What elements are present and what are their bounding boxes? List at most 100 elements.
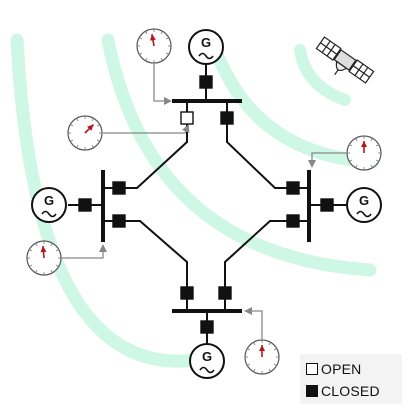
generator-left[interactable]: G <box>31 187 67 223</box>
bus-bottom <box>172 309 242 313</box>
signal-wave-1 <box>294 44 351 106</box>
pmu-connection-arrows <box>62 64 346 339</box>
gauge-tick <box>247 348 251 351</box>
breaker-legend: OPEN CLOSED <box>300 354 402 404</box>
gauge-tick <box>35 269 38 273</box>
generator-icon <box>189 343 225 379</box>
gauge-tick <box>96 124 100 127</box>
generator-letter: G <box>359 193 369 208</box>
legend-open-label: OPEN <box>321 361 362 377</box>
gauge-tick <box>165 52 169 55</box>
gauge-tick <box>55 249 59 252</box>
gauge-tick <box>349 144 353 147</box>
satellite-signal-waves <box>10 33 380 368</box>
breaker-right-upper[interactable] <box>286 181 300 195</box>
arrow-upper-left-gauge <box>103 124 190 134</box>
pmu-gauge-top <box>136 28 172 64</box>
sine-wave-icon <box>41 210 57 218</box>
gauge-needle-head <box>40 246 47 253</box>
generator-letter: G <box>44 193 54 208</box>
breaker-top-left[interactable] <box>180 111 194 125</box>
pmu-gauge-left <box>26 240 62 276</box>
gauge-tick <box>96 139 100 142</box>
open-swatch-icon <box>306 363 318 375</box>
gauge-tick <box>355 164 358 168</box>
gauge-tick <box>253 368 256 372</box>
gauge-tick <box>50 243 53 247</box>
legend-open-row: OPEN <box>306 360 361 378</box>
gauge-needle-head <box>259 345 265 351</box>
breaker-left-lower[interactable] <box>112 214 126 228</box>
breaker-right-lower[interactable] <box>286 214 300 228</box>
breaker-bottom-gen[interactable] <box>200 320 214 334</box>
gauge-tick <box>268 368 271 372</box>
bus-top <box>172 99 242 103</box>
gauge-tick <box>139 52 143 55</box>
gauge-tick <box>355 138 358 142</box>
pmu-gauge-bottom <box>244 339 280 375</box>
gauge-tick <box>253 342 256 346</box>
gauge-tick <box>160 31 163 35</box>
pmu-gauge-right <box>346 135 382 171</box>
arrow-bottom-gauge <box>244 307 263 339</box>
gauge-tick <box>35 243 38 247</box>
line-top-right <box>226 118 293 189</box>
legend-closed-label: CLOSED <box>321 383 380 399</box>
legend-closed-row: CLOSED <box>306 382 380 400</box>
closed-swatch-icon <box>306 385 318 397</box>
line-right-bottom <box>224 220 293 293</box>
gauge-tick <box>273 348 277 351</box>
gauge-tick <box>165 37 169 40</box>
gauge-tick <box>91 118 94 122</box>
sine-wave-icon <box>199 366 215 374</box>
gauge-tick <box>370 138 373 142</box>
transmission-lines <box>68 64 346 345</box>
buses <box>101 99 311 313</box>
gauge-tick <box>370 164 373 168</box>
generator-letter: G <box>202 349 212 364</box>
breaker-right-gen[interactable] <box>320 198 334 212</box>
generator-letter: G <box>201 35 211 50</box>
generator-bottom[interactable]: G <box>189 343 225 379</box>
breaker-left-gen[interactable] <box>78 198 92 212</box>
gauge-tick <box>268 342 271 346</box>
gauge-tick <box>91 144 94 148</box>
signal-wave-2 <box>205 33 380 169</box>
gauge-tick <box>375 159 379 162</box>
gauge-tick <box>76 118 79 122</box>
gauge-tick <box>349 159 353 162</box>
bus-right <box>307 170 311 242</box>
gauge-tick <box>50 269 53 273</box>
breaker-bottom-right[interactable] <box>218 286 232 300</box>
gauge-needle-head <box>361 141 367 147</box>
generator-icon <box>346 187 382 223</box>
line-left-bottom <box>118 220 188 293</box>
breaker-top-gen[interactable] <box>199 75 213 89</box>
gauge-tick <box>139 37 143 40</box>
gauge-tick <box>145 57 148 61</box>
gauge-needle-head <box>150 34 156 41</box>
gauge-tick <box>375 144 379 147</box>
breaker-bottom-left[interactable] <box>180 286 194 300</box>
generator-top[interactable]: G <box>188 29 224 65</box>
breaker-top-right[interactable] <box>220 111 234 125</box>
generator-right[interactable]: G <box>346 187 382 223</box>
pmu-gauge-upper-left <box>67 115 103 151</box>
sine-wave-icon <box>356 210 372 218</box>
gauge-tick <box>55 264 59 267</box>
breaker-left-upper[interactable] <box>112 181 126 195</box>
gauge-tick <box>145 31 148 35</box>
gauge-tick <box>273 363 277 366</box>
sine-wave-icon <box>198 52 214 60</box>
signal-wave-4 <box>10 33 202 368</box>
circuit-breakers <box>78 75 334 334</box>
gauge-needle-head <box>87 124 94 131</box>
pmu-gauges <box>26 28 382 375</box>
gauge-tick <box>29 249 33 252</box>
arrow-right-gauge <box>308 152 346 168</box>
satellite-icon <box>315 36 375 84</box>
arrow-top-gauge <box>153 64 172 105</box>
generator-icon <box>31 187 67 223</box>
generator-icon <box>188 29 224 65</box>
gauge-tick <box>29 264 33 267</box>
